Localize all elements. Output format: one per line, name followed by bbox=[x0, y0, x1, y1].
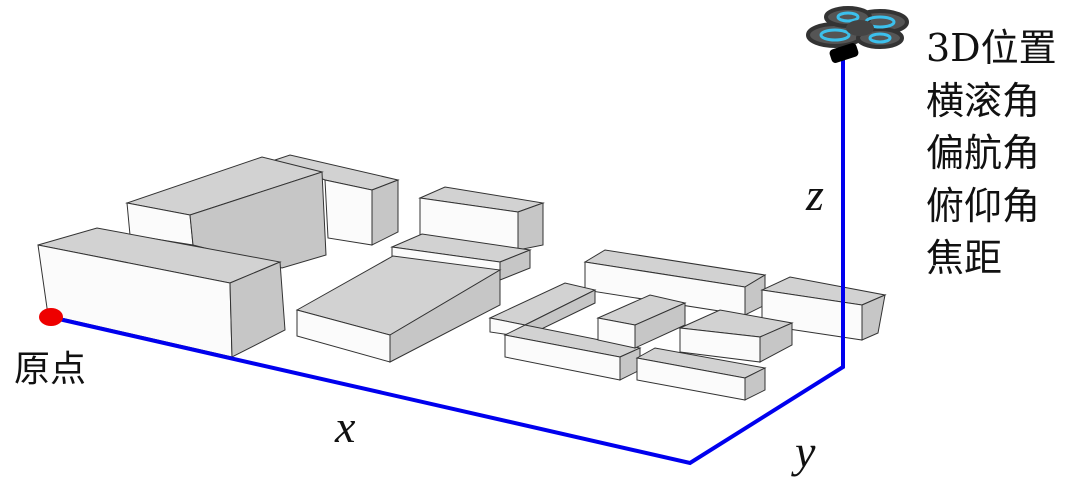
param-focal-length: 焦距 bbox=[926, 236, 1003, 280]
building-small-5 bbox=[635, 347, 767, 401]
z-axis-label: z bbox=[806, 169, 824, 220]
param-yaw: 偏航角 bbox=[926, 131, 1041, 175]
y-axis-label: y bbox=[795, 426, 816, 477]
building-small-2 bbox=[503, 324, 642, 381]
param-pitch: 俯仰角 bbox=[926, 183, 1041, 228]
building-back-left bbox=[273, 154, 400, 246]
param-roll: 横滚角 bbox=[926, 78, 1041, 123]
param-position: 3D位置 bbox=[926, 26, 1057, 70]
building-middle-flat bbox=[295, 255, 502, 363]
building-small-4 bbox=[678, 309, 794, 363]
building-right-long bbox=[583, 249, 767, 316]
building-middle-slab bbox=[390, 233, 532, 281]
building-small-3 bbox=[596, 294, 687, 349]
building-large-left-front bbox=[37, 227, 286, 358]
origin-label: 原点 bbox=[14, 349, 87, 390]
drone-icon bbox=[806, 6, 909, 63]
camera-parameters-list: 3D位置 横滚角 偏航角 俯仰角 焦距 bbox=[926, 22, 1057, 285]
origin-dot bbox=[39, 308, 63, 326]
building-large-left-back bbox=[125, 156, 327, 269]
x-axis-label: x bbox=[335, 401, 356, 452]
axis-lines bbox=[49, 58, 845, 466]
